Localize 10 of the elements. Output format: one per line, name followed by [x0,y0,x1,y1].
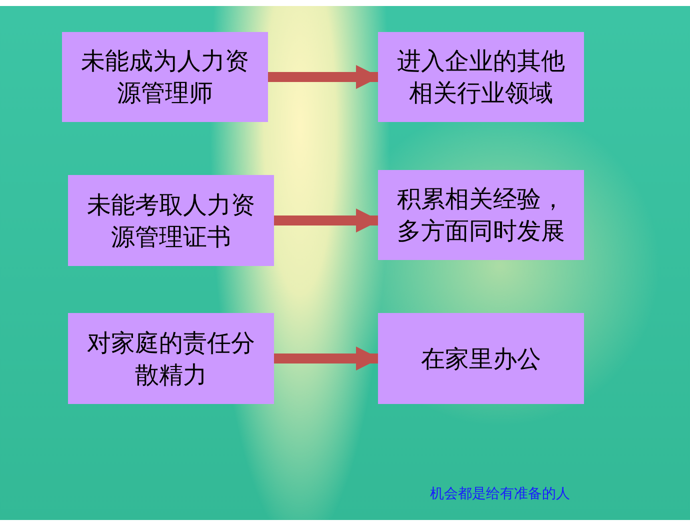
text-box: 未能成为人力资源管理师 [62,32,268,122]
text-box: 对家庭的责任分散精力 [68,313,274,404]
arrow [274,208,380,232]
text-box: 积累相关经验，多方面同时发展 [378,170,584,260]
arrow [268,65,380,89]
text-box: 在家里办公 [378,313,584,404]
text-box: 未能考取人力资源管理证书 [68,175,274,266]
text-box: 进入企业的其他相关行业领域 [378,32,584,122]
footer-note: 机会都是给有准备的人 [430,485,570,504]
arrow [274,346,380,370]
